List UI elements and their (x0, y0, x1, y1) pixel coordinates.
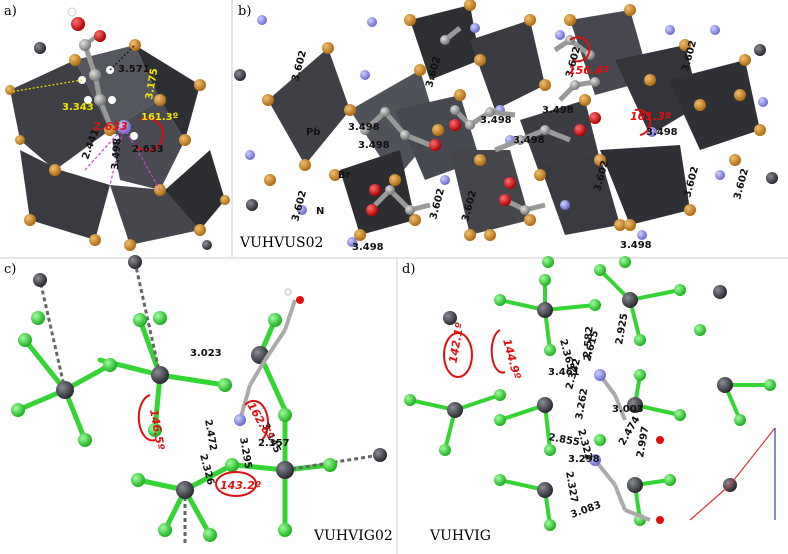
panel-a (5, 7, 230, 251)
angle-c-2: 162.6º (244, 400, 276, 442)
angle-b-2: 161.3º (630, 110, 671, 123)
dist-d-8: 3.003 (612, 404, 644, 415)
dist-b-6: 3.602 (428, 187, 447, 220)
dist-a-4: 2.633 (132, 144, 164, 155)
dist-d-7: 3.262 (574, 387, 590, 420)
panel-b (234, 0, 778, 247)
dist-b-17: 3.498 (352, 242, 384, 253)
dist-d-14: 2.327 (563, 471, 579, 504)
panel-d (404, 256, 776, 531)
atom-label-br: Br (338, 170, 351, 181)
dist-b-9: 3.602 (682, 165, 701, 198)
panel-d-code: VUHVIG (429, 528, 491, 544)
dist-b-18: 3.498 (620, 240, 652, 251)
angle-d-2: 144.9º (500, 337, 523, 380)
dist-c-2: 2.472 (202, 419, 218, 452)
dist-c-5: 3.295 (237, 437, 253, 470)
dist-d-1: 2.582 (582, 326, 596, 359)
dist-b-13: 3.498 (358, 140, 390, 151)
angle-d-1: 142.1º (447, 322, 467, 365)
dist-b-10: 3.602 (732, 167, 751, 200)
dist-c-1: 3.023 (190, 348, 222, 359)
panel-b-label: b) (238, 4, 251, 19)
dist-a-yellow-2: 3.175 (144, 67, 160, 100)
angle-c-3: 143.2º (220, 479, 261, 492)
dist-b-12: 3.498 (480, 115, 512, 126)
dist-d-12: 2.997 (635, 425, 651, 458)
dist-a-red: 2.633 (93, 120, 128, 133)
panel-b-code: VUHVUS02 (239, 235, 323, 251)
dist-a-1: 3.571 (118, 64, 150, 75)
dist-b-11: 3.498 (348, 122, 380, 133)
dist-a-yellow-1: 3.343 (62, 102, 94, 113)
atom-label-pb: Pb (306, 127, 321, 138)
dist-a-3: 3.498 (110, 138, 124, 171)
panel-a-label: a) (4, 4, 17, 19)
dist-d-2: 2.925 (614, 312, 630, 345)
dist-b-14: 3.498 (513, 135, 545, 146)
atom-label-n: N (316, 206, 324, 217)
dist-b-5: 3.602 (290, 189, 309, 222)
dist-b-15: 3.498 (542, 105, 574, 116)
angle-b-1: 156.4º (568, 64, 609, 77)
panel-c-code: VUHVIG02 (313, 528, 393, 544)
panel-d-label: d) (402, 262, 415, 277)
dist-c-6: 2.357 (258, 438, 290, 449)
panel-c (11, 255, 387, 545)
dist-b-16: 3.498 (646, 127, 678, 138)
panel-c-label: c) (4, 262, 16, 277)
dist-d-5: 3.461 (548, 367, 580, 378)
dist-d-15: 3.083 (569, 500, 603, 521)
dist-d-13: 3.298 (568, 454, 600, 465)
dist-d-9: 2.855 (547, 432, 580, 448)
angle-a-yellow: 161.3º (141, 112, 179, 123)
